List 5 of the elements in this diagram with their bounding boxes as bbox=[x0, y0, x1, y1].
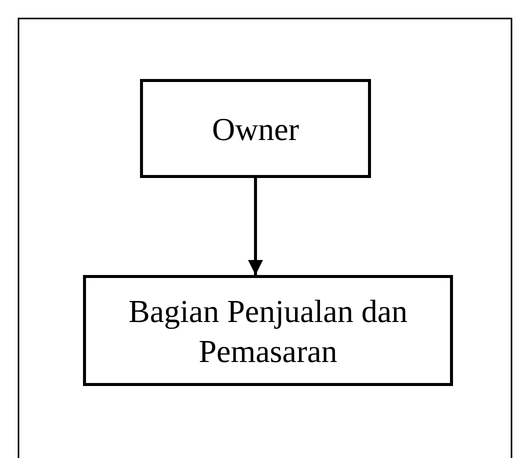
box-label: Owner bbox=[212, 110, 300, 148]
process-box bbox=[140, 79, 371, 178]
arrow bbox=[248, 178, 263, 275]
process-box bbox=[83, 275, 453, 386]
box-label: Bagian Penjualan dan Pemasaran bbox=[127, 292, 409, 370]
